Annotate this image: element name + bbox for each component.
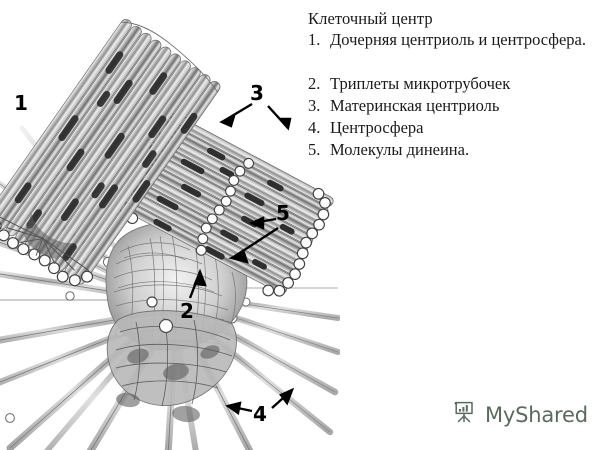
leader-4 [225, 387, 295, 416]
triplet-ring-far [262, 187, 331, 297]
triplet-ring-mid [195, 157, 255, 256]
callout-2: 2 [180, 299, 194, 323]
callout-1: 1 [14, 91, 28, 115]
watermark-text: MyShared [485, 402, 588, 427]
leader-5 [228, 216, 279, 264]
legend-item-number: 5. [308, 140, 321, 159]
legend-item-label: Триплеты микротрубочек [330, 74, 511, 93]
legend-item-number: 4. [308, 118, 321, 137]
leader-2 [188, 268, 207, 299]
legend-panel: Клеточный центр 1. Дочерняя центриоль и … [308, 8, 586, 161]
legend-list: 1. Дочерняя центриоль и центросфера. 2. … [308, 29, 586, 161]
legend-item-4: 4. Центросфера [308, 117, 586, 139]
legend-item-5: 5. Молекулы динеина. [308, 139, 586, 161]
legend-item-number: 3. [308, 96, 321, 115]
callout-labels: 1 2 3 4 5 [14, 81, 290, 426]
legend-item-number: 1. [308, 30, 321, 49]
presentation-board-icon [452, 399, 478, 430]
myshared-watermark: MyShared [452, 399, 588, 430]
legend-item-number: 2. [308, 74, 321, 93]
legend-item-label: Материнская центриоль [330, 96, 500, 115]
legend-item-2: 2. Триплеты микротрубочек [308, 73, 586, 95]
centrosphere-core [105, 221, 248, 423]
legend-title: Клеточный центр [308, 9, 433, 28]
dynein-granules [153, 147, 295, 270]
centrosome-illustration: 1 2 3 4 5 [0, 19, 340, 450]
daughter-centriole [0, 19, 221, 287]
legend-item-3: 3. Материнская центриоль [308, 95, 586, 117]
legend-item-1: 1. Дочерняя центриоль и центросфера. [308, 29, 586, 73]
legend-item-label: Дочерняя центриоль и центросфера. [330, 30, 586, 49]
callout-4: 4 [253, 402, 267, 426]
legend-item-label: Центросфера [330, 118, 424, 137]
callout-5: 5 [276, 201, 290, 225]
callout-leaders [188, 102, 295, 416]
leader-3 [219, 102, 292, 131]
legend-item-label: Молекулы динеина. [330, 140, 470, 159]
callout-3: 3 [250, 81, 264, 105]
